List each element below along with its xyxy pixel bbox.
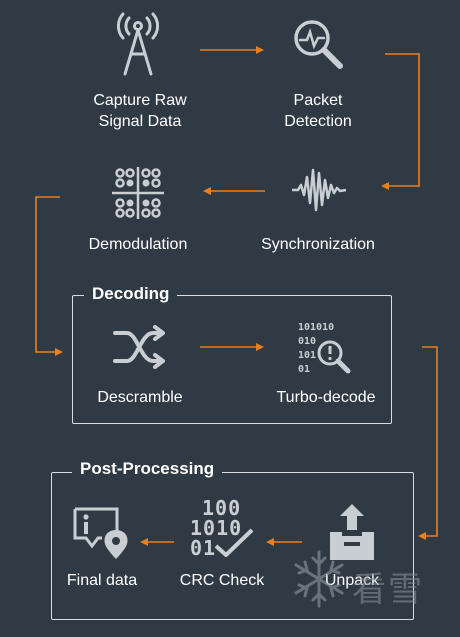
shuffle-icon (113, 325, 165, 369)
crc-label: CRC Check (179, 572, 265, 589)
crc-binary-line3: 01 (190, 536, 217, 560)
arrow-packet-to-sync (381, 53, 420, 190)
packet-label: Packet Detection (258, 90, 378, 132)
open-box-icon (330, 504, 374, 560)
waveform-icon (292, 168, 347, 212)
crc-binary-line2: 1010 (190, 516, 243, 540)
sync-label: Synchronization (261, 236, 375, 253)
svg-text:010: 010 (298, 336, 316, 347)
packet-label-line1: Packet (293, 92, 343, 109)
turbo-label: Turbo-decode (276, 389, 376, 406)
capture-label-line2: Signal Data (98, 113, 182, 130)
check-mark-icon (214, 528, 254, 557)
svg-text:01: 01 (298, 364, 310, 374)
final-label: Final data (66, 572, 138, 589)
info-location-icon (73, 507, 128, 559)
watermark-text: 看雪 (352, 570, 424, 610)
demod-label: Demodulation (88, 236, 188, 253)
snowflake-watermark-icon (294, 550, 344, 608)
decoding-group-title: Decoding (84, 284, 178, 304)
arrow-turbo-to-unpack (418, 346, 438, 540)
descramble-label: Descramble (97, 389, 183, 406)
crc-binary-line1: 100 (202, 496, 242, 520)
svg-text:101010: 101010 (298, 322, 334, 333)
arrow-demod-to-descramble (35, 196, 63, 356)
binary-check-icon: 100 1010 01 (188, 496, 258, 562)
svg-text:101: 101 (298, 350, 316, 361)
binary-search-icon: 101010 010 101 01 (298, 322, 351, 374)
capture-label-line1: Capture Raw (93, 92, 187, 109)
packet-label-line2: Detection (284, 113, 352, 130)
constellation-icon (112, 167, 164, 219)
capture-label: Capture Raw Signal Data (80, 90, 200, 132)
post-processing-group-box (51, 472, 414, 620)
antenna-icon (116, 12, 160, 76)
magnifier-pulse-icon (294, 20, 343, 69)
decoding-group-box (72, 295, 392, 424)
post-processing-group-title: Post-Processing (72, 459, 223, 479)
